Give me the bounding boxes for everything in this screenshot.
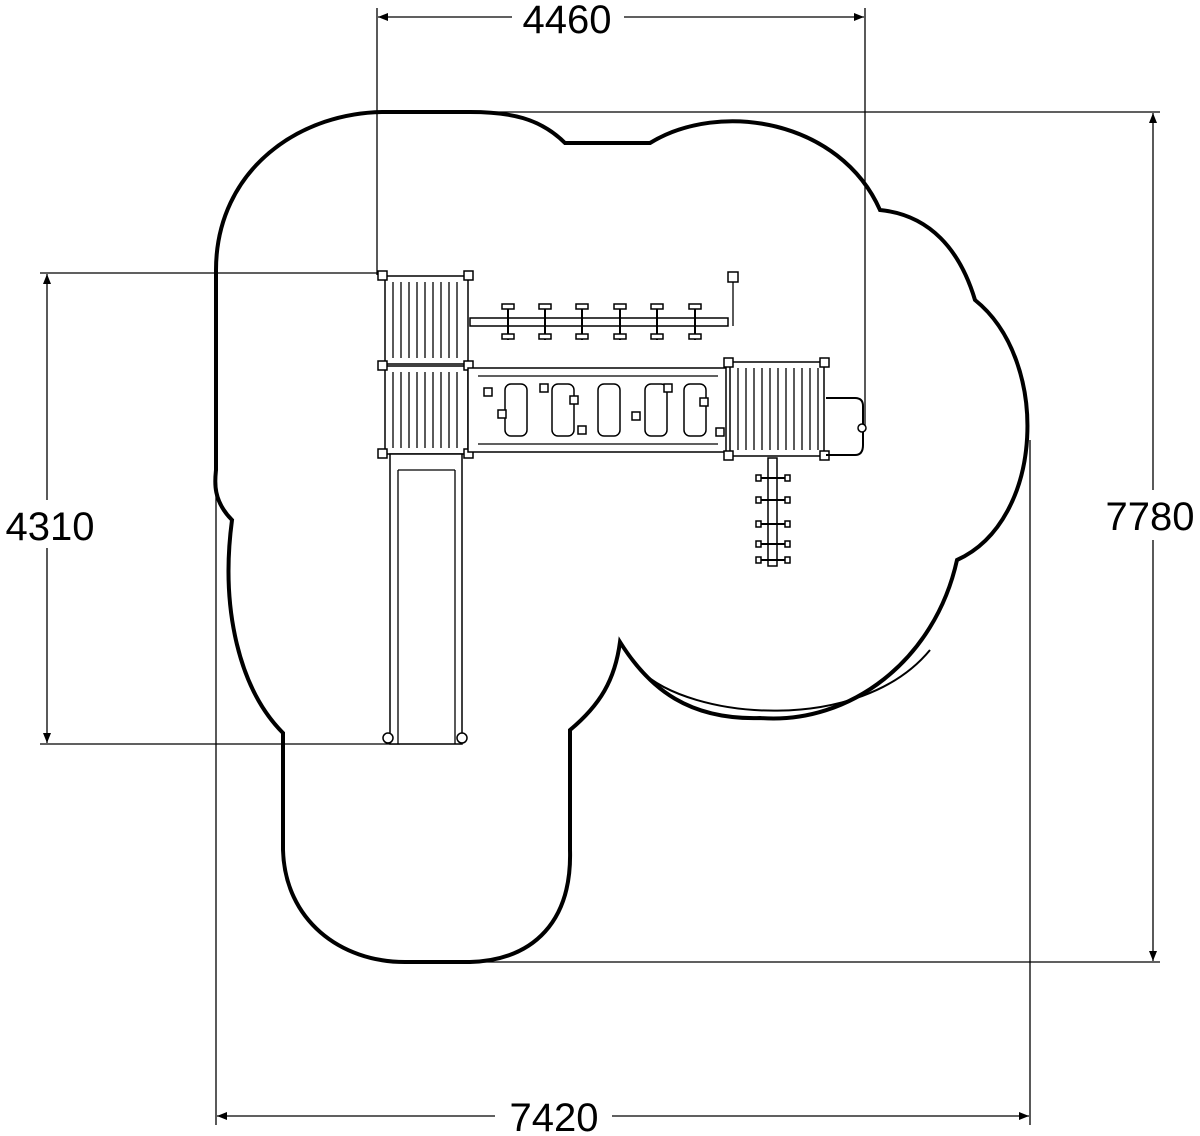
ladder-frame: [469, 317, 729, 327]
dimension-right: 7780: [470, 111, 1195, 963]
bolt-plate: [483, 387, 493, 397]
hold-cap: [784, 540, 791, 548]
dimension-bottom: 7420: [215, 440, 1031, 1136]
bolt-plate: [497, 409, 507, 419]
post: [377, 360, 388, 371]
slide-end-cap: [382, 732, 394, 744]
upper-left-platform: [384, 275, 469, 365]
bolt-plate: [699, 397, 709, 407]
platform-slats: [737, 368, 819, 450]
bolt-plate: [663, 383, 673, 393]
hold-cap: [755, 520, 762, 528]
climbing-ladder: [755, 457, 791, 567]
rung-cap: [501, 333, 515, 340]
hold-cap: [784, 474, 791, 482]
bolt-plate: [569, 395, 579, 405]
post: [819, 357, 830, 368]
dimension-left: 4310: [6, 272, 400, 745]
dimension-label-left: 4310: [6, 505, 95, 549]
post: [463, 270, 474, 281]
post: [723, 450, 734, 461]
rung-cap: [575, 303, 589, 310]
left-tower: [377, 270, 474, 459]
rung-cap: [538, 333, 552, 340]
handrail: [826, 397, 864, 456]
handrail-end: [857, 423, 867, 433]
bridge-panel: [551, 383, 575, 437]
rung-cap: [613, 303, 627, 310]
platform-slats: [392, 282, 458, 448]
ladder-rungs: [501, 303, 702, 340]
rung-cap: [688, 333, 702, 340]
lower-left-platform: [384, 365, 469, 455]
ladder-pole: [767, 457, 778, 567]
bridge-panel: [504, 383, 528, 437]
bridge-panel: [644, 383, 668, 437]
bolt-plate: [715, 427, 725, 437]
safety-zone-outline: [213, 109, 1030, 964]
bridge-panels: [483, 383, 725, 437]
safety-zone-edge: [639, 649, 931, 712]
bolt-plate: [577, 425, 587, 435]
bridge-panel: [683, 383, 707, 437]
dimension-top: 4460: [376, 0, 866, 430]
hold-cap: [755, 496, 762, 504]
hold-cap: [784, 556, 791, 564]
rung-cap: [688, 303, 702, 310]
post: [377, 270, 388, 281]
bridge: [467, 367, 727, 453]
bolt-plate: [539, 383, 549, 393]
rung-cap: [650, 303, 664, 310]
rung-cap: [613, 333, 627, 340]
dimension-label-bottom: 7420: [510, 1096, 599, 1136]
hold-cap: [784, 520, 791, 528]
slide-chute-outer: [389, 453, 463, 745]
bridge-panel: [597, 383, 621, 437]
climbing-holds: [755, 474, 791, 564]
rung-cap: [650, 333, 664, 340]
right-tower: [723, 357, 867, 461]
dimension-label-top: 4460: [523, 0, 612, 42]
hold-cap: [755, 540, 762, 548]
slide: [382, 453, 468, 745]
overhead-ladder: [469, 271, 739, 340]
hold-cap: [784, 496, 791, 504]
rung-cap: [538, 303, 552, 310]
rung-cap: [501, 303, 515, 310]
hold-cap: [755, 474, 762, 482]
post: [377, 448, 388, 459]
rung-cap: [575, 333, 589, 340]
slide-end-cap: [456, 732, 468, 744]
hold-cap: [755, 556, 762, 564]
post: [727, 271, 739, 283]
bolt-plate: [631, 411, 641, 421]
post: [723, 357, 734, 368]
dimension-label-right: 7780: [1106, 495, 1195, 539]
